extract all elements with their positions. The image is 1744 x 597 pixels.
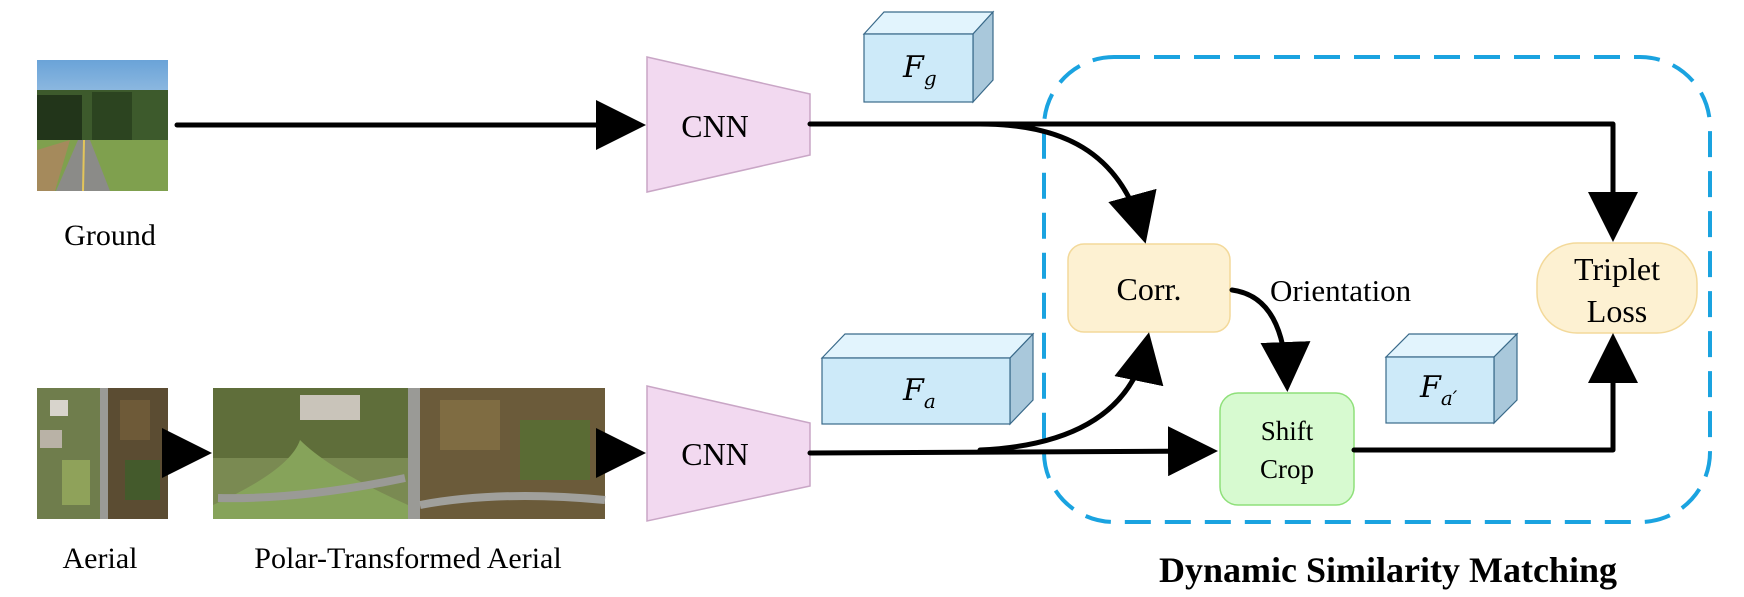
fa-symbol: Fa — [902, 373, 936, 413]
feature-cube-fa-prime: Fa′ — [1384, 332, 1519, 425]
crop-label: Crop — [1260, 454, 1314, 484]
cnn-top-block — [646, 56, 811, 193]
feature-cube-fg: Fg — [862, 10, 995, 104]
cnn-bottom-block — [646, 385, 811, 522]
arrow-fg-to-corr — [977, 121, 1157, 244]
shift-label: Shift — [1261, 416, 1314, 446]
arrow-cnn-to-triplet — [807, 121, 1638, 242]
fg-symbol: Fg — [902, 50, 937, 90]
arrow-fa-to-corr — [977, 332, 1164, 453]
triplet-label: Triplet — [1574, 251, 1660, 287]
corr-label: Corr. — [1117, 271, 1182, 307]
arrow-shiftcrop-to-triplet — [1351, 333, 1638, 453]
fa-prime-symbol: Fa′ — [1419, 370, 1458, 410]
ground-image — [37, 60, 168, 192]
cnn-top-label: CNN — [681, 108, 749, 144]
corr-box — [1067, 243, 1231, 333]
arrow-cnn-to-shiftcrop — [807, 426, 1218, 477]
feature-cube-fa: Fa — [820, 332, 1035, 426]
polar-aerial-image — [213, 388, 606, 519]
cnn-bottom-label: CNN — [681, 436, 749, 472]
dsm-region — [1042, 55, 1712, 524]
ground-label: Ground — [64, 219, 156, 252]
polar-label: Polar-Transformed Aerial — [254, 542, 561, 575]
loss-label: Loss — [1587, 293, 1647, 329]
orientation-label: Orientation — [1270, 273, 1412, 308]
shift-crop-box — [1219, 392, 1355, 506]
arrow-corr-to-shiftcrop — [1229, 287, 1311, 392]
aerial-image — [37, 388, 168, 519]
aerial-label: Aerial — [63, 542, 138, 575]
dsm-title: Dynamic Similarity Matching — [1159, 550, 1617, 590]
